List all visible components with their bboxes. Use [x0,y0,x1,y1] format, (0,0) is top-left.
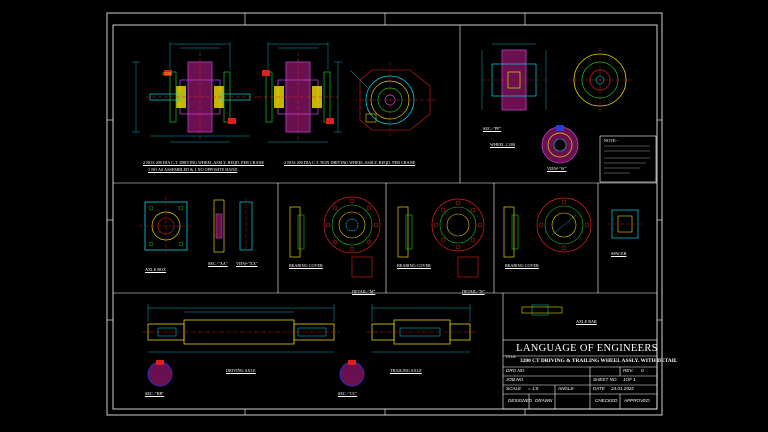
driving-wheel-subtitle: 1 NO AS ASSEMBLED & 1 NO OPPOSITE HAND [148,167,238,172]
gear-end-view [349,62,436,136]
date-value: 24.01.2022 [611,386,634,391]
drg-no-label: DRG NO. [506,368,526,373]
axle-box-section [213,199,225,253]
axle-box-label: AXLE BOX [145,267,167,272]
trailing-axle-label: TRAILING AXLE [390,368,422,373]
driving-axle [142,304,340,353]
drawn-label: DRAWN [535,398,553,403]
section-aa-label: SEC.-"AA" [208,261,228,266]
notes-title: NOTE:- [604,138,618,143]
company-name: LANGUAGE OF ENGINEERS [516,343,658,354]
title-prefix: TITLE [505,354,516,359]
bearing-cover-label-2: BEARING COVER [397,263,431,268]
rev-label: REV. [623,368,634,373]
trailing-axle [366,304,476,353]
axle-box-view-xx [239,198,253,254]
checked-label: CHECKED [595,398,618,403]
driving-wheel-title: 2 NOS 200 DIA C.T. DRIVING WHEEL ASSLY. … [143,160,265,165]
axle-bar [521,304,563,316]
designed-label: DESIGNED [508,398,532,403]
bearing-cover-label-3: BEARING COVER [505,263,539,268]
part-callout: 250D [162,71,172,76]
non-driving-wheel-assembly [258,42,342,143]
section-pp-label: SEC.-"PP" [483,126,502,131]
rev-value: 0 [641,368,644,373]
non-driving-wheel-title: 2 NOS 200 DIA C.T. NON DRIVING WHEEL ASS… [284,160,416,165]
driving-axle-section-bb [147,360,173,387]
bearing-cover-label-1: BEARING COVER [289,263,323,268]
spacer-view [608,209,642,239]
wheel-end-view [568,48,632,112]
view-w [541,125,579,164]
section-bb-label: SEC.-"BB" [145,391,165,396]
detail-m-label: DETAIL-"M" [352,289,376,294]
section-frames [113,25,657,340]
view-xx-label: VIEW-"XX" [236,261,258,266]
trailing-axle-section-cc [339,360,365,387]
drawing-title: 3200 CT DRIVING & TRAILING WHEEL ASSLY. … [520,358,678,364]
title-block-lines [502,339,658,410]
scale-value: = 1:5 [528,386,539,391]
approved-label: APPROVED [624,398,650,403]
wheel-section-pp [481,43,547,111]
bearing-cover-3 [503,197,592,258]
bearing-cover-2 [397,198,485,278]
notes-block [604,145,650,174]
spacer-label: SPACER [611,251,627,256]
wheel-label: WHEEL 2 200 [490,142,515,147]
zone-ticks [107,13,662,415]
view-w-label: VIEW-"W" [547,166,567,171]
job-no-label: JOB NO. [506,377,525,382]
driving-wheel-assembly [132,42,258,143]
axle-box-view [139,196,193,256]
sheet-no-value: 1OF 1 [623,377,636,382]
bearing-cover-1 [289,196,381,278]
driving-axle-label: DRIVING AXLE [226,368,256,373]
outer-border [106,12,663,416]
detail-n-label: DETAIL-"N" [462,289,485,294]
section-cc-label: SEC.-"CC" [338,391,358,396]
scale-label: SCALE [506,386,522,391]
angle-label: ANGLE- [558,386,576,391]
date-label: DATE [593,386,605,391]
sheet-no-label: SHEET NO. [593,377,618,382]
axle-bar-label: AXLE BAR [576,319,597,324]
